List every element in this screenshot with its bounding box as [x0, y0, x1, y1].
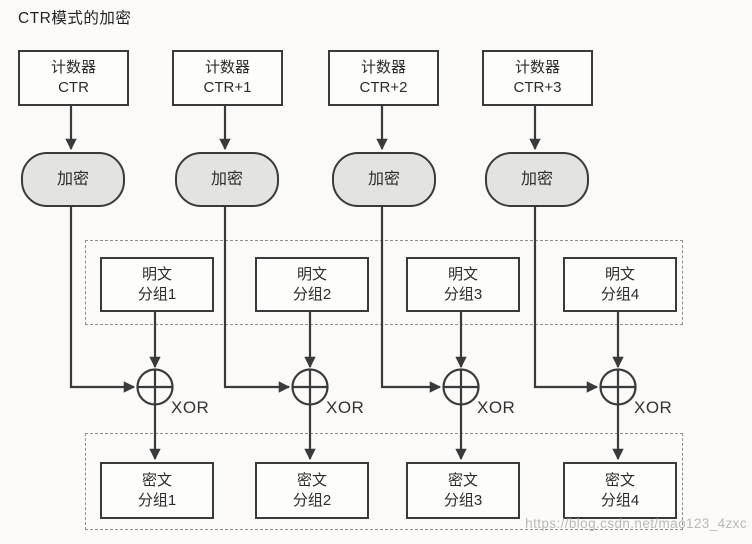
plaintext-block-number: 分组4 [600, 285, 640, 303]
ciphertext-box-4: 密文 分组4 [563, 462, 677, 519]
xor-node-2 [291, 368, 329, 406]
plaintext-box-2: 明文 分组2 [255, 257, 369, 312]
plaintext-box-1: 明文 分组1 [100, 257, 214, 312]
ciphertext-box-3: 密文 分组3 [406, 462, 520, 519]
ciphertext-label: 密文 [604, 471, 635, 489]
ciphertext-box-2: 密文 分组2 [255, 462, 369, 519]
ciphertext-block-number: 分组4 [600, 491, 640, 509]
ciphertext-label: 密文 [141, 471, 172, 489]
counter-label: 计数器 [50, 59, 96, 76]
counter-value: CTR+1 [203, 79, 252, 96]
counter-label: 计数器 [514, 59, 560, 76]
counter-label: 计数器 [204, 59, 250, 76]
plaintext-box-3: 明文 分组3 [406, 257, 520, 312]
counter-box-1: 计数器 CTR [18, 50, 129, 106]
counter-value: CTR+2 [359, 79, 408, 96]
plaintext-block-number: 分组2 [292, 285, 332, 303]
arrow-encrypt1-to-xor1 [69, 205, 136, 393]
xor-label-2: XOR [326, 398, 365, 417]
ciphertext-group-frame [85, 433, 683, 530]
xor-label-3: XOR [477, 398, 516, 417]
diagram-title: CTR模式的加密 [18, 10, 132, 27]
ciphertext-block-number: 分组1 [137, 491, 177, 509]
plaintext-label: 明文 [447, 265, 478, 283]
csdn-watermark: https://blog.csdn.net/mao123_4zxc [525, 516, 747, 531]
xor-label-4: XOR [634, 398, 673, 417]
plaintext-label: 明文 [296, 265, 327, 283]
encrypt-box-2: 加密 [175, 152, 279, 207]
encrypt-box-3: 加密 [332, 152, 436, 207]
plaintext-label: 明文 [141, 265, 172, 283]
plaintext-label: 明文 [604, 265, 635, 283]
encrypt-box-4: 加密 [485, 152, 589, 207]
xor-node-4 [599, 368, 637, 406]
ciphertext-block-number: 分组3 [443, 491, 483, 509]
xor-node-1 [136, 368, 174, 406]
arrow-encrypt2-to-xor2 [223, 205, 291, 393]
encrypt-label: 加密 [520, 170, 553, 188]
counter-box-4: 计数器 CTR+3 [482, 50, 593, 106]
ciphertext-block-number: 分组2 [292, 491, 332, 509]
encrypt-label: 加密 [210, 170, 243, 188]
ciphertext-label: 密文 [296, 471, 327, 489]
plaintext-group-frame [85, 240, 683, 325]
arrow-encrypt4-to-xor4 [533, 205, 599, 393]
plaintext-block-number: 分组1 [137, 285, 177, 303]
plaintext-box-4: 明文 分组4 [563, 257, 677, 312]
ciphertext-box-1: 密文 分组1 [100, 462, 214, 519]
encrypt-box-1: 加密 [21, 152, 125, 207]
counter-box-2: 计数器 CTR+1 [172, 50, 283, 106]
counter-value: CTR+3 [513, 79, 562, 96]
ciphertext-label: 密文 [447, 471, 478, 489]
encrypt-label: 加密 [56, 170, 89, 188]
counter-value: CTR [58, 79, 89, 96]
xor-label-1: XOR [171, 398, 210, 417]
arrow-encrypt3-to-xor3 [380, 205, 442, 393]
encrypt-label: 加密 [367, 170, 400, 188]
counter-box-3: 计数器 CTR+2 [328, 50, 439, 106]
xor-node-3 [442, 368, 480, 406]
plaintext-block-number: 分组3 [443, 285, 483, 303]
counter-label: 计数器 [360, 59, 406, 76]
